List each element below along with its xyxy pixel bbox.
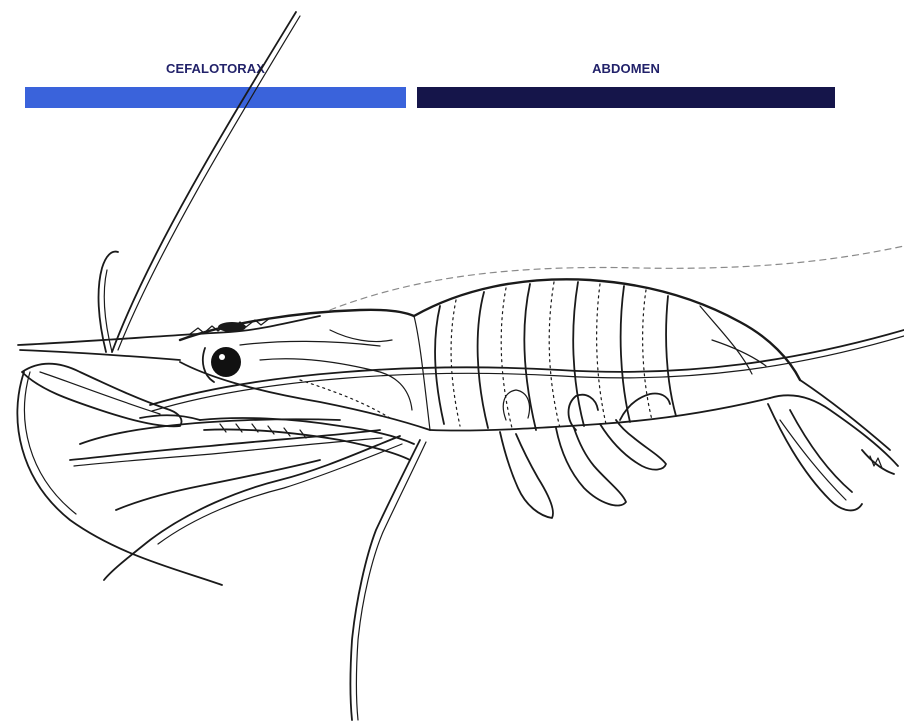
antenna-faint-top	[330, 246, 904, 310]
rostrum	[18, 316, 320, 360]
antenna-upper	[112, 12, 300, 352]
antenna-lower-left	[17, 372, 222, 585]
antennal-scale	[22, 364, 182, 427]
pleopods	[500, 390, 670, 518]
tail-fan	[768, 380, 898, 510]
walking-legs	[70, 419, 426, 720]
abdomen-segments	[414, 279, 800, 430]
antennule	[99, 252, 118, 352]
